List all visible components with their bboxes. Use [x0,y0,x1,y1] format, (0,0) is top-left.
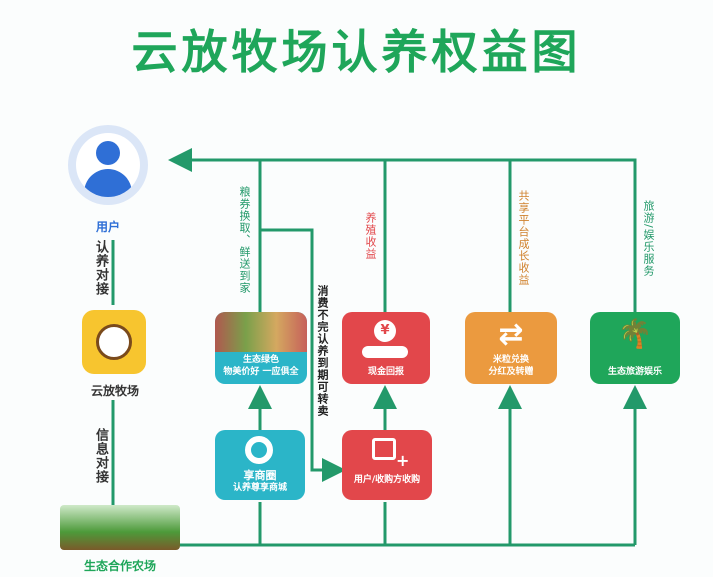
top-feedback-line [168,148,637,312]
mall-box[interactable]: 享商圈认养尊享商城 [215,430,305,500]
food-line1: 生态绿色 [242,355,279,365]
food-box[interactable]: 生态绿色物美价好 一应俱全 [215,312,307,384]
purchase-box[interactable]: + 用户/收购方收购 [342,430,432,500]
user-label: 用户 [95,220,120,234]
tourism-box[interactable]: 🌴 生态旅游娱乐 [590,312,680,384]
user-avatar [68,125,148,205]
exchange-arrows-icon: ⇄ [498,317,524,352]
food-line2: 物美价好 一应俱全 [223,367,299,377]
travel-label: 旅游/娱乐服务 [642,200,655,277]
exchange-line2: 分红及转赠 [488,367,534,377]
breeding-label: 养殖收益 [364,212,377,260]
growth-label: 共享平台成长收益 [517,190,530,286]
page-title: 云放牧场认养权益图 [131,25,582,79]
food-image [215,312,307,352]
resell-line [260,228,346,482]
ranch-label: 云放牧场 [90,384,139,398]
tourism-label: 生态旅游娱乐 [607,367,662,377]
ranch-app-icon [82,310,146,374]
exchange-box[interactable]: ⇄ 米粒兑换分红及转赠 [465,312,557,384]
adopt-label: 认养对接 [93,240,108,296]
food-delivery-label: 粮券换取、鲜送到家 [238,186,251,294]
resell-label: 消费不完认养到期可转卖 [316,285,329,417]
mall-name: 享商圈 [243,469,277,482]
exchange-line1: 米粒兑换 [492,355,529,365]
palm-mountain-icon: 🌴 [617,317,653,350]
yen-hand-icon: ¥ [374,320,396,342]
cash-label: 现金回报 [367,367,404,377]
mall-logo-icon [245,436,273,464]
farm-image [60,505,180,550]
box-plus-icon [372,438,396,460]
farm-label: 生态合作农场 [83,559,156,573]
info-label: 信息对接 [93,428,108,484]
purchase-label: 用户/收购方收购 [353,475,421,485]
cash-box[interactable]: ¥ 现金回报 [342,312,430,384]
mall-sub: 认养尊享商城 [232,483,287,493]
